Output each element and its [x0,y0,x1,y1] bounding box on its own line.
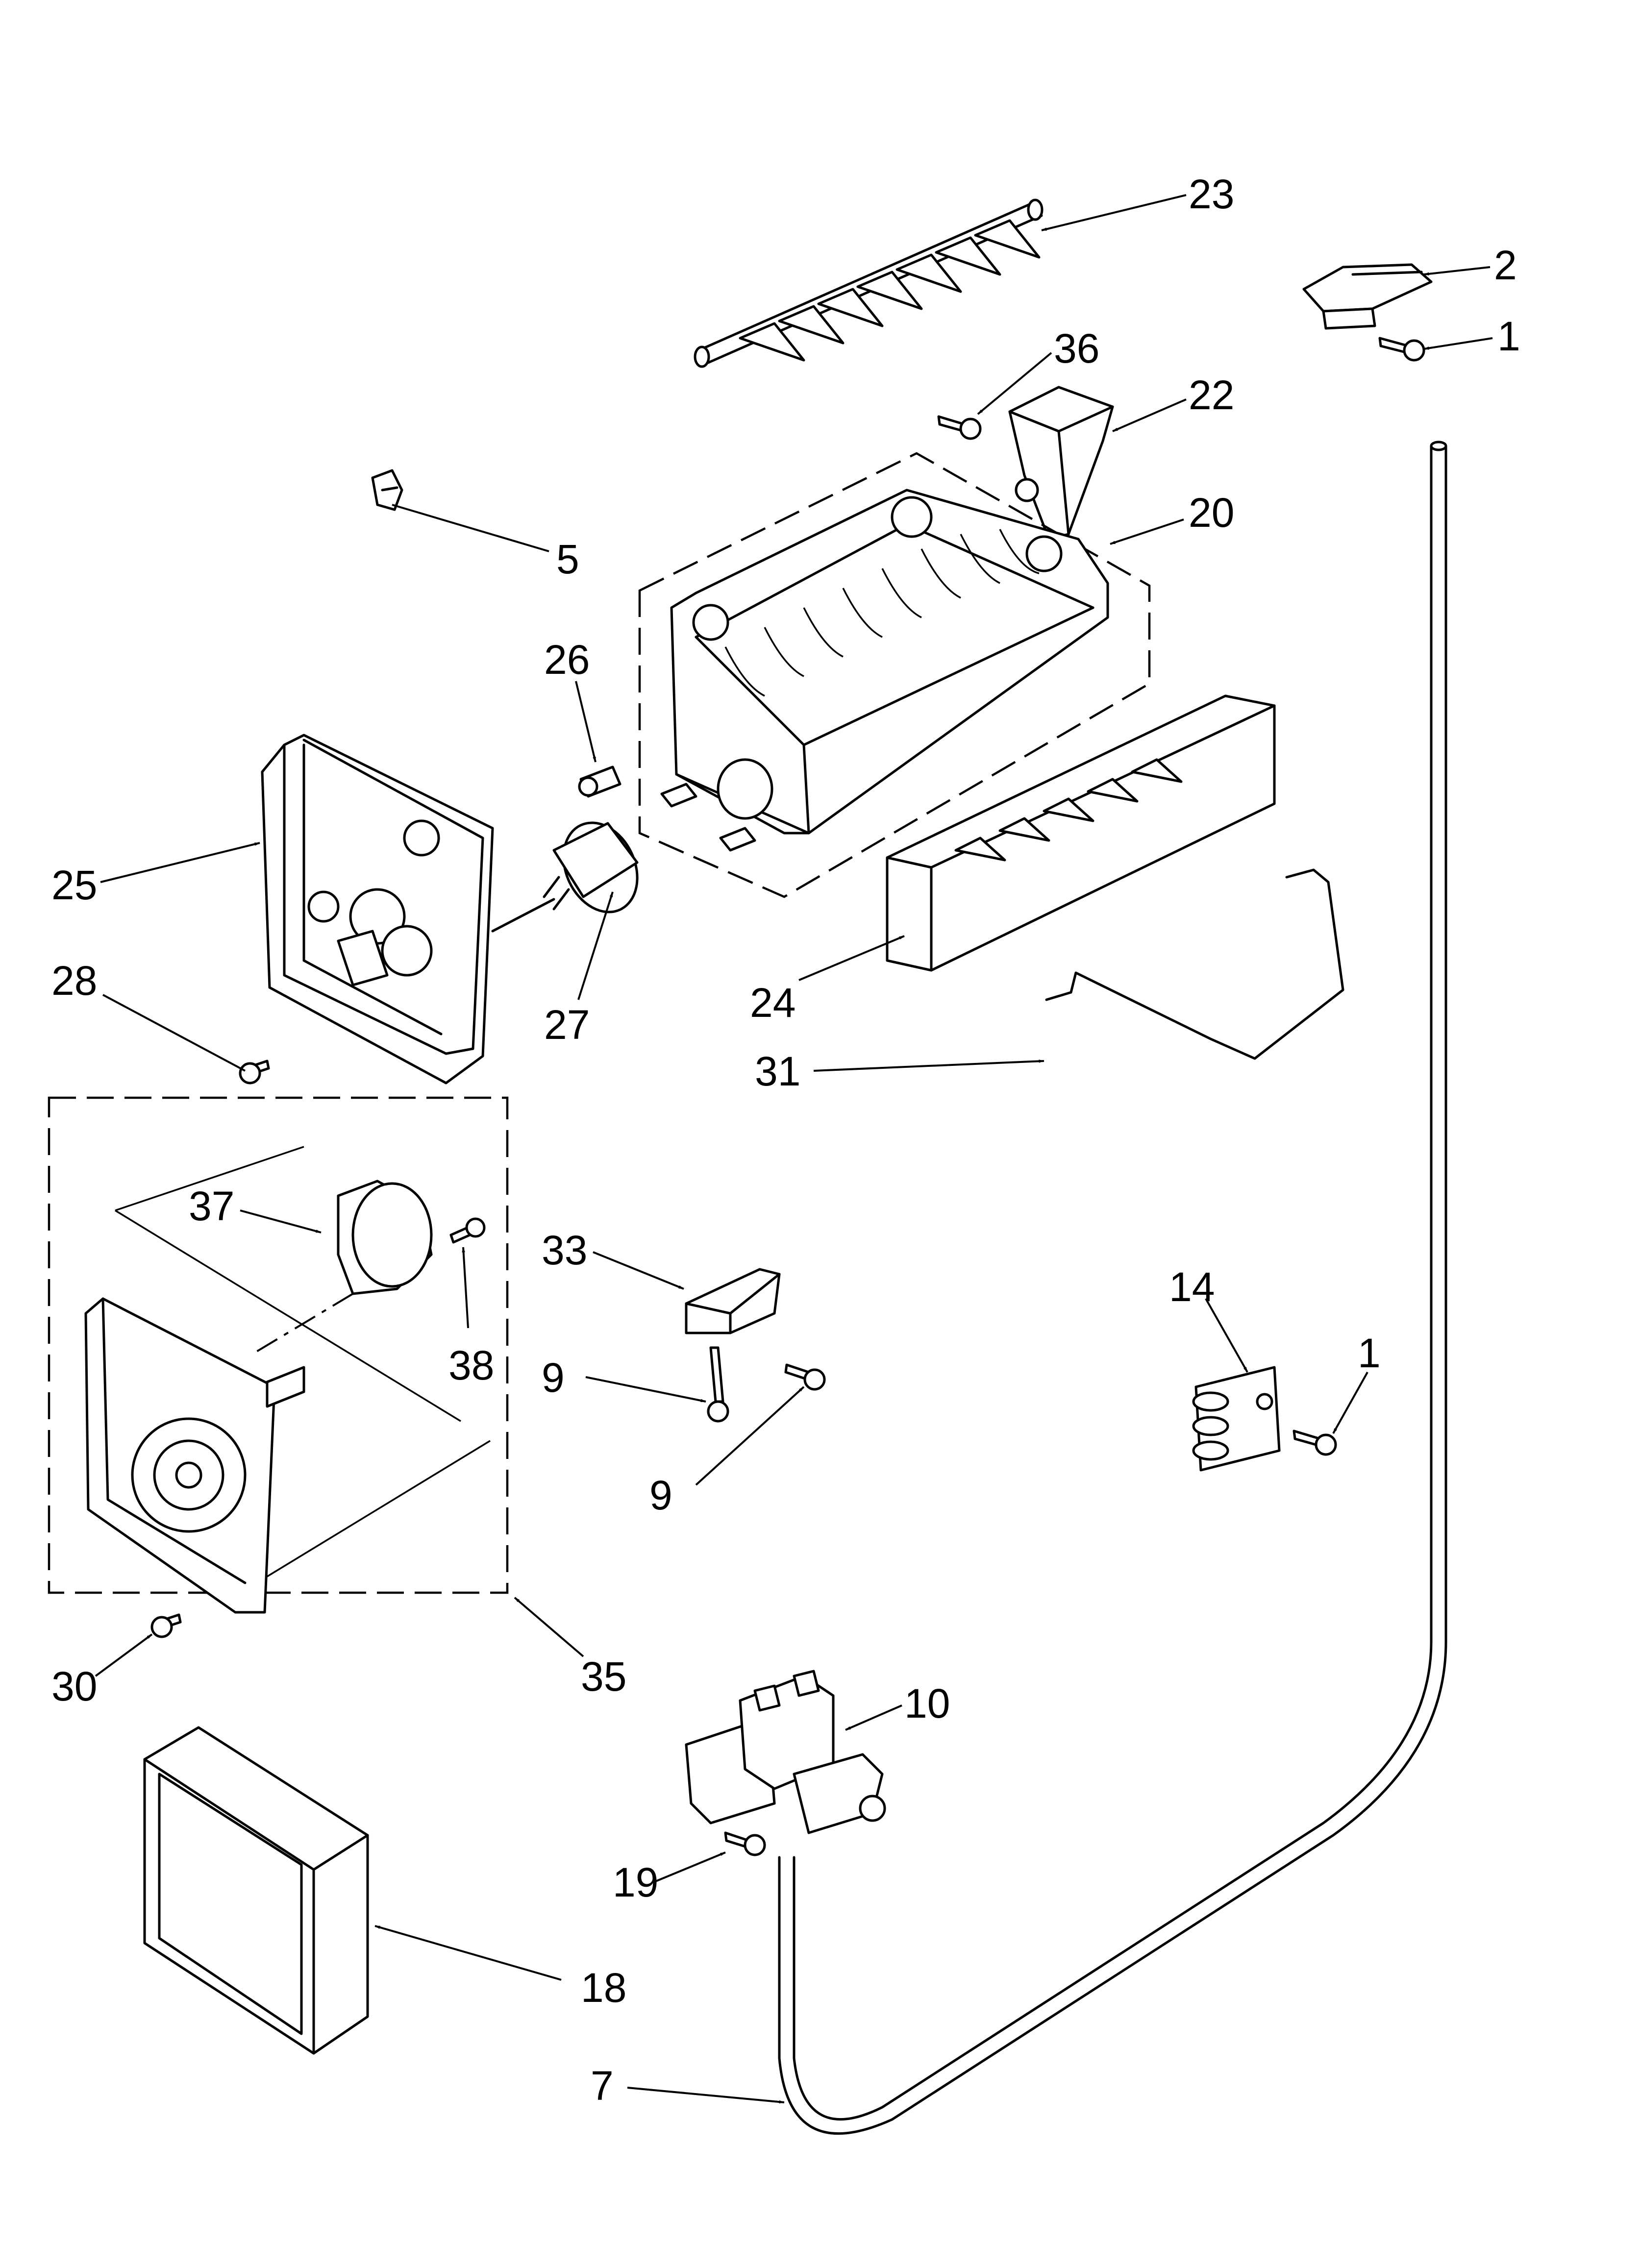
screw-19 [724,1831,766,1856]
callout-35: 35 [581,1653,626,1700]
part-7-water-tube [778,441,1447,2135]
callout-24: 24 [750,980,796,1026]
screw-1a [1378,337,1425,362]
part-10-water-valve [685,1670,886,1834]
part-18-panel [143,1726,369,2055]
callout-9b: 9 [649,1472,672,1518]
part-35-module-assembly [48,1096,509,1614]
part-38-screw [449,1217,486,1244]
callout-labels: 23 2 1 36 22 20 5 26 25 27 28 24 31 37 3… [51,171,1520,2109]
callout-2: 2 [1494,242,1517,288]
callout-23: 23 [1189,171,1234,217]
callout-31: 31 [755,1048,800,1094]
callout-9a: 9 [542,1355,565,1401]
part-5-clip [371,469,403,511]
part-20-ice-mold [638,452,1151,898]
screw-36 [937,415,982,440]
callout-38: 38 [448,1342,494,1388]
callout-30: 30 [51,1663,97,1709]
screw-9a [707,1346,729,1423]
callout-7: 7 [591,2063,614,2109]
callout-18: 18 [581,1965,626,2011]
screw-1b [1293,1430,1337,1456]
callout-33: 33 [542,1227,587,1273]
screw-9b [784,1363,826,1391]
part-23-ejector [694,198,1044,368]
leader-lines [95,194,1493,2104]
callout-1b: 1 [1358,1330,1381,1376]
part-37-motor [254,1180,433,1354]
callout-20: 20 [1189,490,1234,536]
callout-10: 10 [904,1680,950,1726]
part-25-housing [261,734,555,1085]
part-31-bail-arm [1045,868,1344,1060]
callout-14: 14 [1169,1264,1215,1310]
part-24-stripper [886,694,1276,972]
screw-30 [150,1613,182,1638]
callout-22: 22 [1189,372,1234,418]
part-22-fill-cup [1008,386,1114,541]
callout-5: 5 [556,536,579,582]
callout-1a: 1 [1497,313,1520,359]
callout-25: 25 [51,862,97,908]
part-26-fitting [578,765,622,798]
part-27-thermostat [543,821,639,913]
screw-28 [239,1060,270,1085]
callout-28: 28 [51,958,97,1004]
part-2-bracket [1302,263,1433,330]
callout-19: 19 [613,1859,658,1905]
callout-36: 36 [1054,325,1099,371]
callout-26: 26 [544,637,590,683]
callout-27: 27 [544,1002,590,1048]
part-14-clamp [1192,1366,1281,1472]
part-33-bracket [685,1268,781,1334]
callout-37: 37 [189,1183,234,1229]
